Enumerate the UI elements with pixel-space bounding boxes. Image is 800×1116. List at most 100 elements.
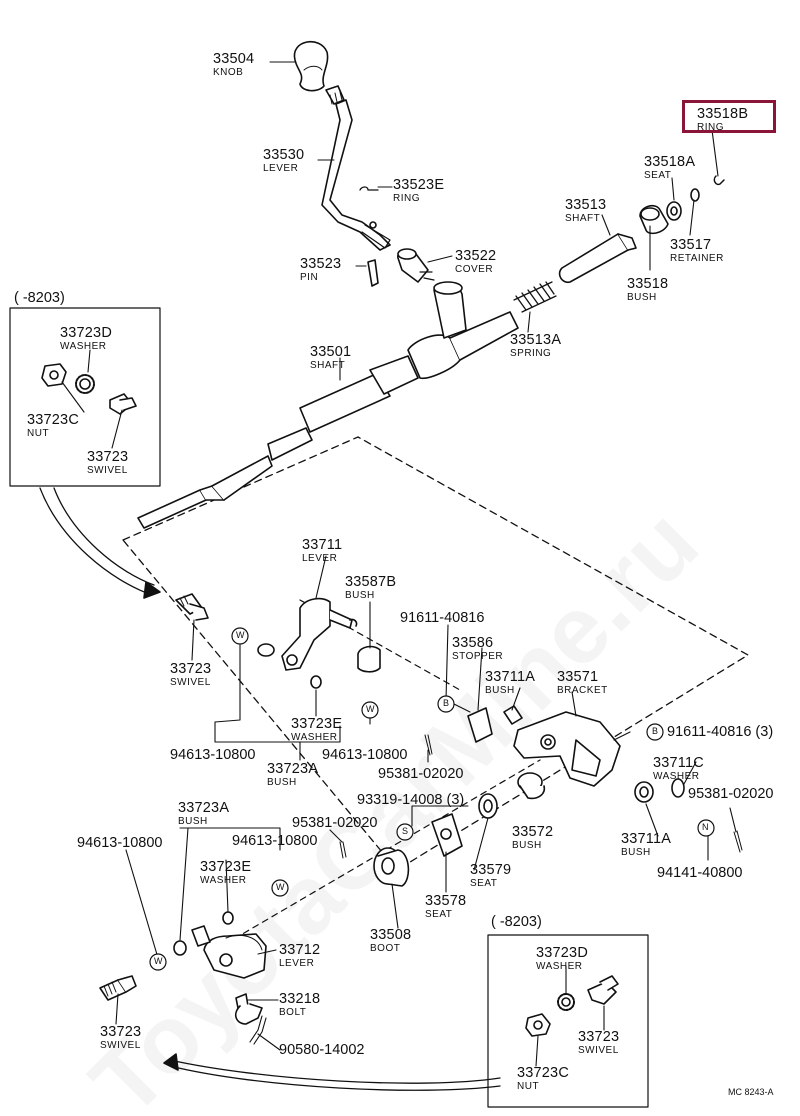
- ref-number: 91611-40816 (3): [667, 724, 774, 740]
- symbol-w: W: [276, 882, 285, 892]
- spring-part: [513, 281, 557, 313]
- bush-572-part: [517, 772, 546, 800]
- lever-711-part: [281, 597, 358, 671]
- bush-711a-2-part: [634, 781, 654, 803]
- washer-e-1-part: [310, 675, 322, 689]
- knob-part: [293, 40, 329, 92]
- bush-587b-part: [357, 645, 381, 673]
- inset-box-1: [9, 307, 161, 487]
- washer-e-2-part: [222, 911, 234, 925]
- cotter-3-part: [733, 830, 743, 853]
- symbol-w: W: [366, 704, 375, 714]
- assembly-outline: [122, 436, 749, 871]
- ref-number: 94613-10800: [232, 833, 318, 849]
- cotter-1-part: [424, 734, 433, 756]
- ref-number: 93319-14008 (3): [357, 792, 465, 808]
- shaft-upper-part: [558, 233, 637, 284]
- cover-part: [397, 248, 435, 283]
- pin-part: [367, 259, 379, 287]
- inset-box-2: [487, 934, 649, 1108]
- symbol-w: W: [236, 630, 245, 640]
- ref-number: 95381-02020: [292, 815, 378, 831]
- arrow-1: [39, 487, 153, 596]
- bracket-part: [513, 711, 621, 787]
- ref-number: 90580-14002: [279, 1042, 365, 1058]
- ref-number: 94613-10800: [322, 747, 408, 763]
- diagram-code: MC 8243-A: [728, 1087, 774, 1097]
- symbol-circles: [149, 627, 715, 971]
- symbol-b: B: [652, 726, 659, 736]
- ref-number: 95381-02020: [688, 786, 774, 802]
- seat-579-part: [478, 793, 498, 819]
- highlight-box: [682, 100, 776, 133]
- small-washer-part: [173, 940, 187, 956]
- retainer-part: [690, 188, 700, 202]
- symbol-s: S: [402, 826, 409, 836]
- ref-number: 94613-10800: [77, 835, 163, 851]
- shaft-main-part: [137, 281, 519, 529]
- leader-lines: [61, 61, 737, 1067]
- cotter-2-part: [339, 841, 347, 859]
- ref-number: 94613-10800: [170, 747, 256, 763]
- ring-b-part: [713, 175, 725, 186]
- ref-number: 95381-02020: [378, 766, 464, 782]
- ref-number: 94141-40800: [657, 865, 743, 881]
- bush-711a-1-part: [503, 705, 523, 725]
- arrow-2: [169, 1059, 501, 1084]
- boot-part: [373, 847, 410, 887]
- inset-range-label: ( -8203): [14, 290, 65, 306]
- stopper-part: [467, 707, 493, 743]
- bolt-part: [234, 993, 267, 1045]
- axis-line-2: [299, 599, 461, 691]
- washer-711c-part: [671, 778, 685, 798]
- symbol-b: B: [443, 698, 450, 708]
- bush-18-part: [639, 204, 669, 235]
- symbol-w: W: [154, 956, 163, 966]
- bush-a-1-part: [257, 643, 275, 657]
- swivel-3-part: [99, 975, 137, 1001]
- seat-a-part: [666, 201, 682, 221]
- ref-number: 91611-40816: [400, 610, 485, 626]
- lever-712-part: [203, 933, 267, 979]
- bush-a-2-part: [191, 925, 211, 947]
- lever-upper-part: [321, 85, 391, 251]
- symbol-n: N: [702, 822, 709, 832]
